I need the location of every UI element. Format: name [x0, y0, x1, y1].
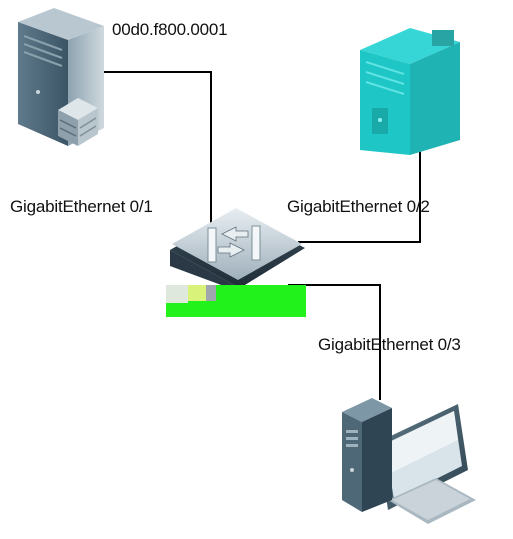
link-pc2-switch	[298, 150, 421, 243]
link-server-switch	[100, 71, 212, 232]
tower-pc-icon[interactable]	[360, 28, 460, 155]
server-tower-icon[interactable]	[18, 8, 104, 146]
port-label-0-3: GigabitEthernet 0/3	[318, 335, 461, 354]
switch-arrows-icon	[207, 225, 261, 263]
desktop-computer-icon[interactable]	[342, 398, 476, 524]
mac-address-label: 00d0.f800.0001	[112, 20, 228, 39]
link-switch-desktop	[288, 284, 381, 400]
port-label-0-2: GigabitEthernet 0/2	[287, 197, 430, 216]
connections	[100, 71, 421, 400]
database-icon	[58, 98, 98, 146]
network-switch-icon[interactable]	[166, 208, 306, 317]
port-label-0-1: GigabitEthernet 0/1	[10, 197, 153, 216]
